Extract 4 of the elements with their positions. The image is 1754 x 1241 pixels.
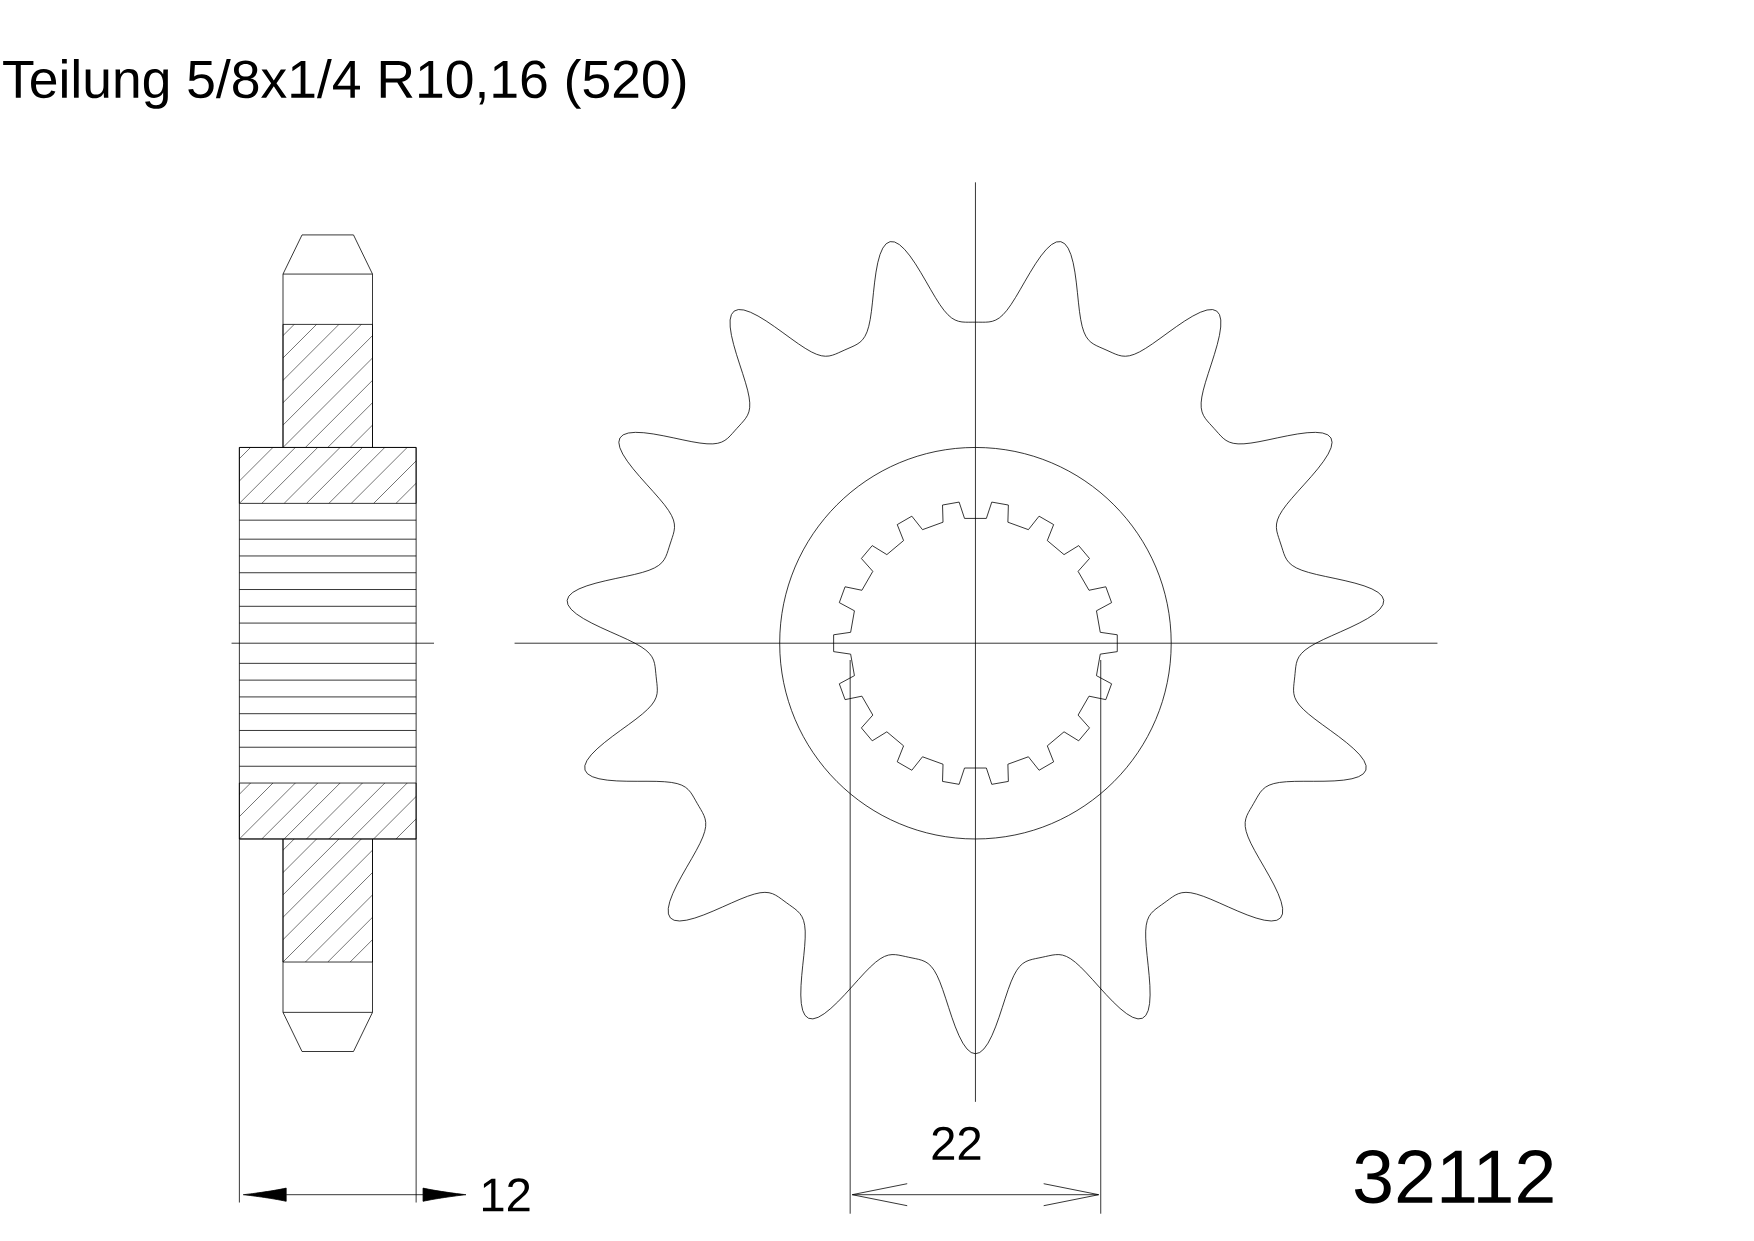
part-number: 32112 (1354, 1150, 1553, 1204)
dimension-text: 12 (483, 1178, 530, 1212)
title: Teilung 5/8x1/4 R10,16 (520) (3, 59, 686, 110)
dimension-text: 22 (932, 1127, 981, 1160)
